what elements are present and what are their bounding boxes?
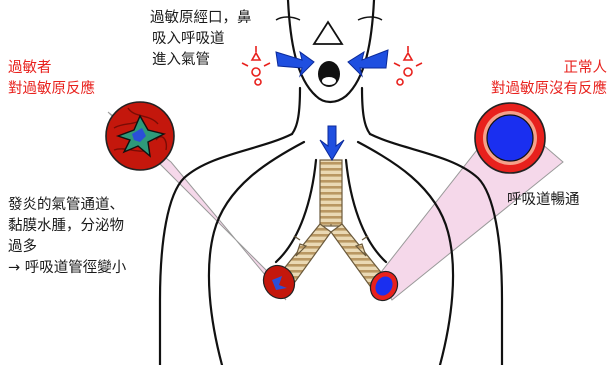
allergic-title-line-2: 對過敏原反應 <box>8 79 95 100</box>
normal-airway-label: 呼吸道暢通 <box>507 190 580 211</box>
normal-title-line-2: 對過敏原沒有反應 <box>491 79 607 100</box>
normal-airway-closeup <box>475 103 545 173</box>
bronchi <box>278 224 384 286</box>
face-features <box>276 17 382 87</box>
allergic-title: 過敏者 對過敏原反應 <box>8 58 95 100</box>
inflamed-airway-description: 發炎的氣管通道、 黏膜水腫，分泌物 過多 → 呼吸道管徑變小 <box>8 195 126 279</box>
inflamed-line-2: 黏膜水腫，分泌物 <box>8 216 126 237</box>
inflamed-line-1: 發炎的氣管通道、 <box>8 195 126 216</box>
allergen-particle-icon <box>394 46 422 85</box>
down-arrow-icon <box>320 126 344 160</box>
trachea <box>320 160 342 226</box>
normal-title: 正常人 對過敏原沒有反應 <box>491 58 607 100</box>
entry-line-2: 吸入呼吸道 <box>150 29 252 50</box>
inflamed-line-3: 過多 <box>8 237 126 258</box>
entry-line-1: 過敏原經口，鼻 <box>150 8 252 29</box>
entry-line-3: 進入氣管 <box>150 50 252 71</box>
allergic-title-line-1: 過敏者 <box>8 58 95 79</box>
entry-label: 過敏原經口，鼻 吸入呼吸道 進入氣管 <box>150 8 252 71</box>
allergic-airway-closeup <box>106 102 174 170</box>
inflamed-line-4: → 呼吸道管徑變小 <box>8 258 126 279</box>
normal-title-line-1: 正常人 <box>491 58 607 79</box>
